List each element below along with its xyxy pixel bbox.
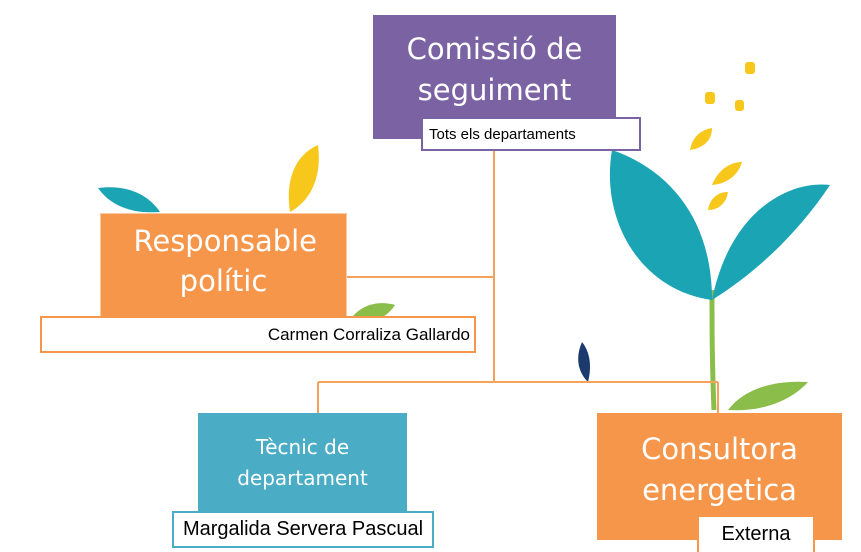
node-tecnic-box: Tècnic de departament bbox=[198, 413, 407, 523]
yellow-leaf-4 bbox=[690, 128, 712, 150]
teal-leaf-small bbox=[98, 187, 160, 213]
yellow-leaf-3 bbox=[735, 100, 744, 111]
node-tecnic-subtitle-box: Margalida Servera Pascual bbox=[172, 511, 434, 548]
node-responsable-subtitle-box: Carmen Corraliza Gallardo bbox=[40, 316, 476, 353]
node-comissio-subtitle-box: Tots els departaments bbox=[421, 117, 641, 151]
node-responsable-title: Responsable polític bbox=[133, 224, 318, 298]
yellow-leaf-6 bbox=[708, 192, 728, 210]
navy-leaf bbox=[578, 342, 590, 382]
node-consultora-subtitle: Externa bbox=[721, 523, 791, 545]
node-tecnic-title: Tècnic de departament bbox=[237, 435, 368, 490]
node-responsable-box: Responsable polític bbox=[100, 213, 347, 317]
node-tecnic-subtitle: Margalida Servera Pascual bbox=[182, 518, 424, 540]
node-responsable-subtitle: Carmen Corraliza Gallardo bbox=[267, 324, 470, 344]
node-consultora-subtitle-box: Externa bbox=[697, 515, 815, 552]
node-consultora-title: Consultora energetica bbox=[641, 431, 798, 507]
yellow-leaf-2 bbox=[705, 92, 715, 104]
yellow-leaf-big bbox=[288, 145, 319, 212]
teal-leaf-right bbox=[712, 184, 830, 300]
yellow-leaf-1 bbox=[745, 62, 755, 74]
plant-stem bbox=[709, 289, 717, 411]
node-comissio-title: Comissió de seguiment bbox=[406, 32, 583, 107]
green-leaf-bottom bbox=[728, 381, 808, 411]
yellow-leaf-5 bbox=[712, 162, 742, 185]
teal-leaf-left bbox=[609, 150, 712, 300]
node-comissio-subtitle: Tots els departaments bbox=[429, 125, 576, 143]
